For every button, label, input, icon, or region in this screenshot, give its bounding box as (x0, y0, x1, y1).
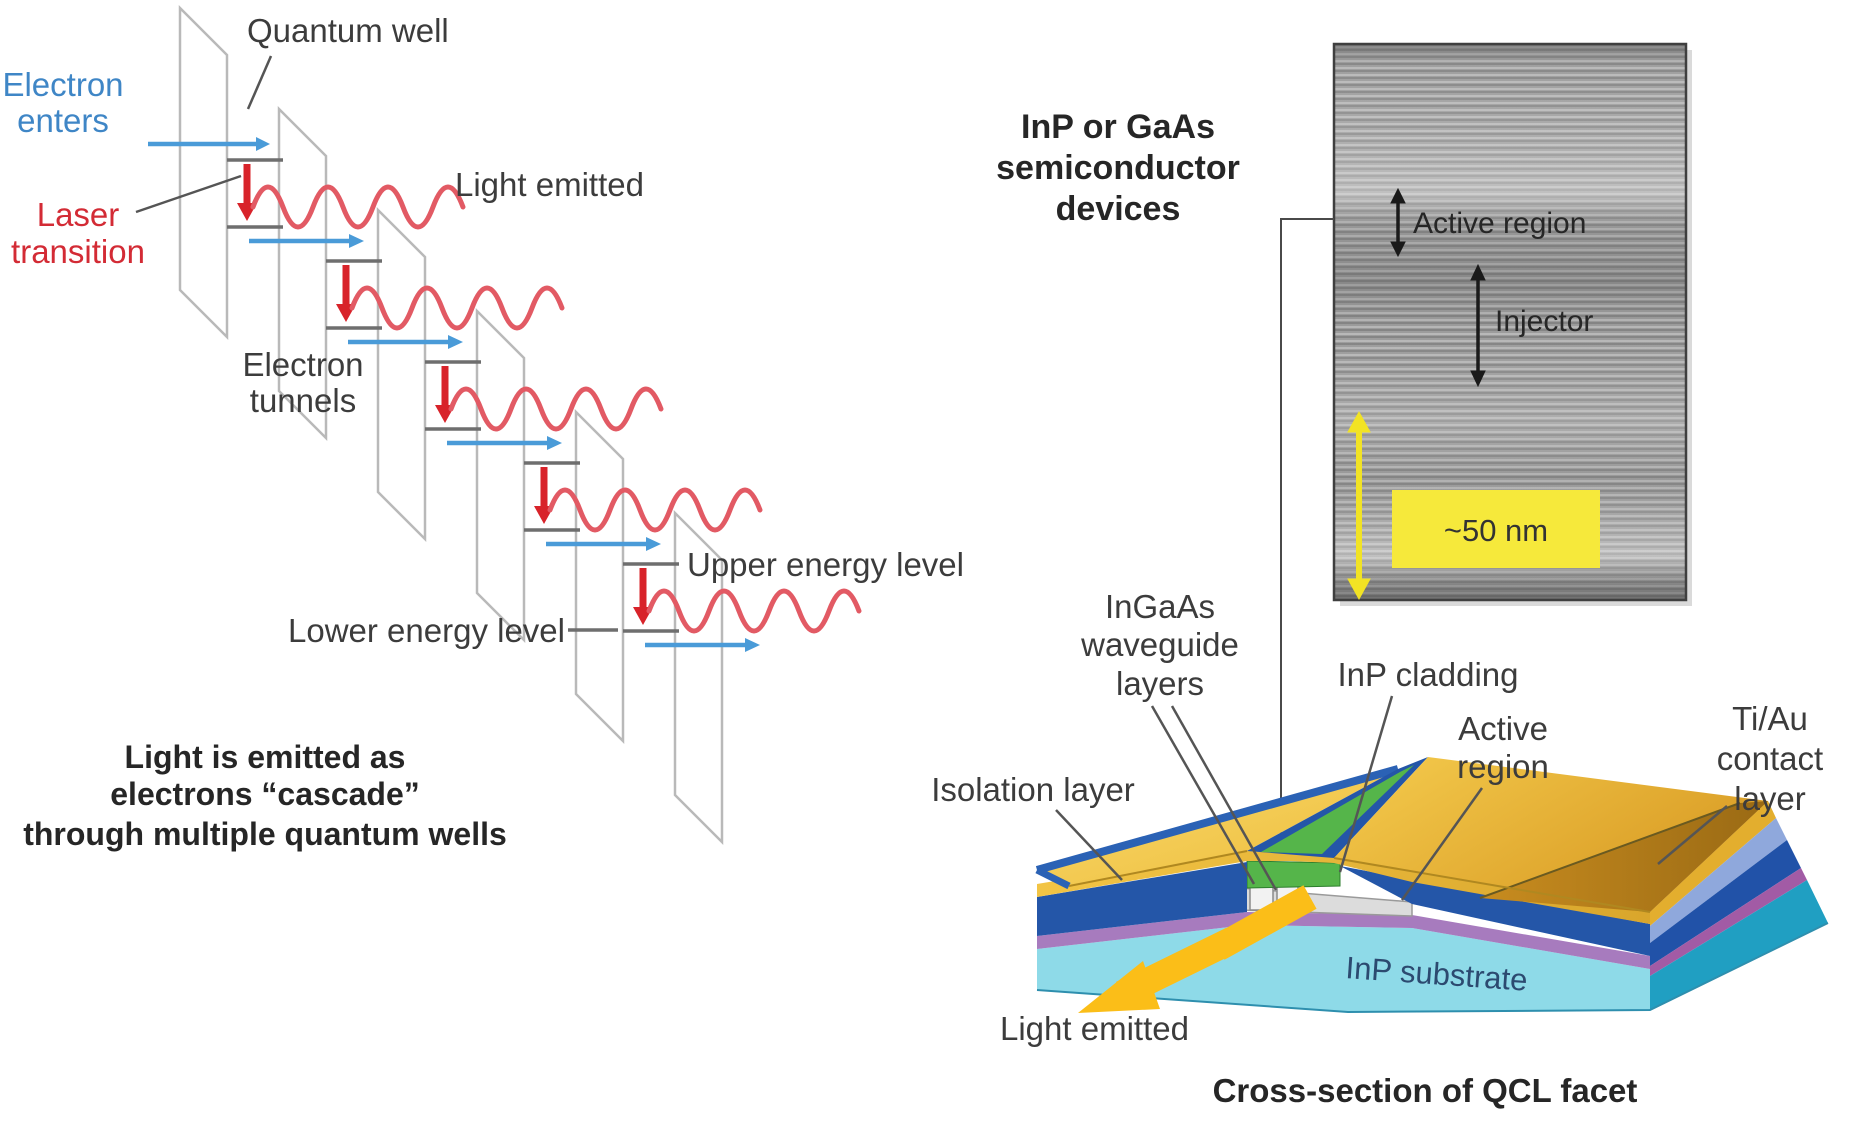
device-heading-line: InP or GaAs (1021, 108, 1215, 146)
quantum-well-label: Quantum well (247, 12, 449, 49)
quantum-well-panel (574, 410, 625, 743)
leader-line (1150, 705, 1256, 885)
waveguide-side-face (1650, 868, 1807, 976)
isolation-layer-top-edge (1035, 866, 1071, 890)
light-emitted-arrow-icon (1078, 885, 1317, 1013)
device-light-emitted-label: Light emitted (1000, 1010, 1189, 1047)
ridge-cladding-top (1261, 765, 1414, 854)
quantum-well-panel (376, 208, 427, 541)
quantum-well-unit-2 (326, 261, 562, 349)
cascade-diagram: Quantum well Electron enters Laser trans… (2, 6, 964, 852)
isolation-layer-face-right (1340, 866, 1650, 956)
tiau-contact-bevel (1480, 801, 1768, 912)
quantum-well-unit-3 (425, 362, 661, 450)
quantum-well-unit-4 (524, 463, 760, 551)
waveguide-layer-face (1037, 912, 1650, 969)
quantum-well-panel (475, 309, 526, 642)
upper-energy-level-label: Upper energy level (687, 546, 964, 583)
gold-crease-line (1479, 802, 1741, 899)
laser-transition-label: transition (11, 233, 145, 270)
active-region-label: region (1457, 748, 1549, 785)
leader-line (246, 55, 273, 110)
tiau-contact-label: Ti/Au (1732, 700, 1808, 737)
tiau-side-face (1650, 801, 1776, 926)
isolation-side-face (1650, 840, 1801, 966)
sem-active-region-label: Active region (1413, 207, 1586, 240)
isolation-layer-label: Isolation layer (931, 771, 1135, 808)
cascade-caption: electrons “cascade” (110, 776, 420, 812)
qcl-device: InP substrate (1035, 757, 1829, 1014)
sem-injector-label: Injector (1495, 305, 1593, 338)
tiau-contact-label: contact (1717, 740, 1823, 777)
leader-line (1055, 809, 1123, 881)
tiau-facet-band (1037, 849, 1650, 924)
scale-label: ~50 nm (1444, 513, 1548, 548)
device-bottom-edge (1036, 922, 1829, 1014)
electron-tunnels-label: Electron (242, 346, 363, 383)
leader-line (1657, 805, 1728, 865)
device-heading: InP or GaAs semiconductor devices (996, 108, 1240, 228)
device-heading-line: devices (1056, 190, 1181, 228)
laser-transition-label: Laser (37, 196, 120, 233)
device-heading-line: semiconductor (996, 149, 1240, 187)
electron-enters-label: Electron (2, 66, 123, 103)
active-region-label: Active (1458, 710, 1548, 747)
active-region-arrow-icon (1390, 187, 1406, 258)
injector-arrow-icon (1470, 263, 1486, 388)
electron-tunnels-label: tunnels (250, 382, 356, 419)
light-emitted-label: Light emitted (455, 166, 644, 203)
cascade-caption: through multiple quantum wells (23, 816, 507, 852)
sem-border (1332, 42, 1688, 602)
leader-line (1170, 705, 1278, 891)
scale-arrow-icon (1347, 410, 1371, 601)
quantum-well-unit-1 (227, 160, 463, 248)
mesa-front-edge (1333, 857, 1651, 913)
inp-cladding-label: InP cladding (1337, 656, 1518, 693)
connector-line (1280, 218, 1334, 846)
cascade-caption: Light is emitted as (125, 739, 406, 775)
leader-line (135, 174, 242, 214)
sem-image: Active region Injector ~50 nm (1332, 42, 1692, 606)
upper-cladding-side-face (1650, 818, 1787, 943)
electron-enters-arrow-icon (148, 137, 270, 151)
quantum-well-panel (178, 6, 229, 339)
leader-line (1400, 787, 1484, 901)
tiau-contact-label: layer (1734, 780, 1806, 817)
ingaas-waveguide-label: waveguide (1080, 626, 1239, 663)
leader-line (1338, 695, 1394, 873)
lower-energy-level-label: Lower energy level (288, 612, 565, 649)
isolation-layer-face-left (1037, 862, 1247, 936)
ingaas-waveguide-label: InGaAs (1105, 588, 1215, 625)
mesa-front-edge (1068, 850, 1248, 887)
substrate-side-face (1650, 880, 1828, 1010)
electron-enters-label: enters (17, 102, 109, 139)
device-labels: Isolation layer InGaAs waveguide layers … (931, 588, 1823, 1109)
device-caption: Cross-section of QCL facet (1213, 1072, 1638, 1109)
scale-badge (1392, 490, 1600, 568)
ingaas-waveguide-label: layers (1116, 665, 1204, 702)
